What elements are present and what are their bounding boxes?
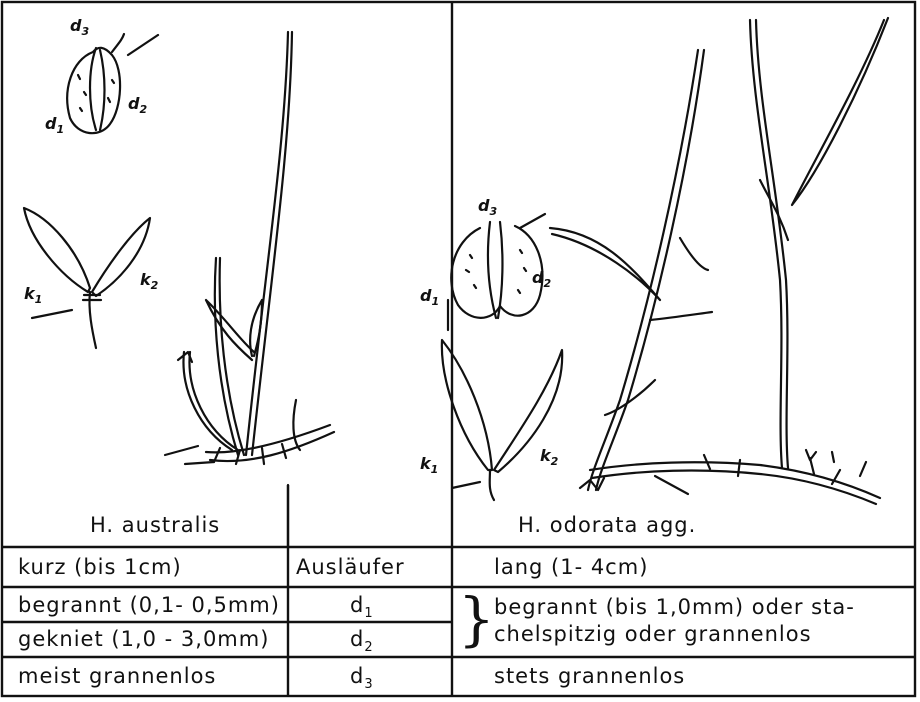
table-cell-row3-left: gekniet (1,0 - 3,0mm) bbox=[18, 629, 269, 650]
species-name-right: H. odorata agg. bbox=[518, 515, 696, 536]
table-cell-row2-middle: d1 bbox=[350, 595, 374, 620]
label-k2-left: k2 bbox=[140, 272, 158, 291]
table-cell-row1-middle: Ausläufer bbox=[296, 557, 405, 578]
table-cell-row4-left: meist grannenlos bbox=[18, 666, 216, 687]
right-plant-drawing bbox=[550, 18, 888, 504]
left-plant-drawing bbox=[165, 32, 334, 547]
label-k2-right: k2 bbox=[540, 448, 558, 467]
table-cell-row1-left: kurz (bis 1cm) bbox=[18, 557, 182, 578]
table-cell-row2-right: begrannt (bis 1,0mm) oder sta- bbox=[494, 597, 855, 618]
label-d3-left: d3 bbox=[70, 18, 89, 37]
left-spikelet-drawing bbox=[67, 34, 158, 133]
label-d2-right: d2 bbox=[532, 270, 551, 289]
table-cell-row3-middle: d2 bbox=[350, 629, 374, 654]
label-k1-left: k1 bbox=[24, 286, 42, 305]
right-leaves-drawing bbox=[442, 340, 562, 500]
label-k1-right: k1 bbox=[420, 456, 438, 475]
brace-symbol: } bbox=[458, 590, 495, 648]
right-spikelet-drawing bbox=[448, 214, 545, 330]
label-d1-left: d1 bbox=[45, 116, 64, 135]
table-cell-row4-middle: d3 bbox=[350, 666, 374, 691]
table-cell-row4-right: stets grannenlos bbox=[494, 666, 685, 687]
left-leaves-drawing bbox=[24, 208, 150, 348]
label-d2-left: d2 bbox=[128, 96, 147, 115]
label-d3-right: d3 bbox=[478, 198, 497, 217]
table-cell-row3-right: chelspitzig oder grannenlos bbox=[494, 624, 812, 645]
species-name-left: H. australis bbox=[90, 515, 220, 536]
label-d1-right: d1 bbox=[420, 288, 439, 307]
table-cell-row2-left: begrannt (0,1- 0,5mm) bbox=[18, 595, 280, 616]
table-cell-row1-right: lang (1- 4cm) bbox=[494, 557, 648, 578]
